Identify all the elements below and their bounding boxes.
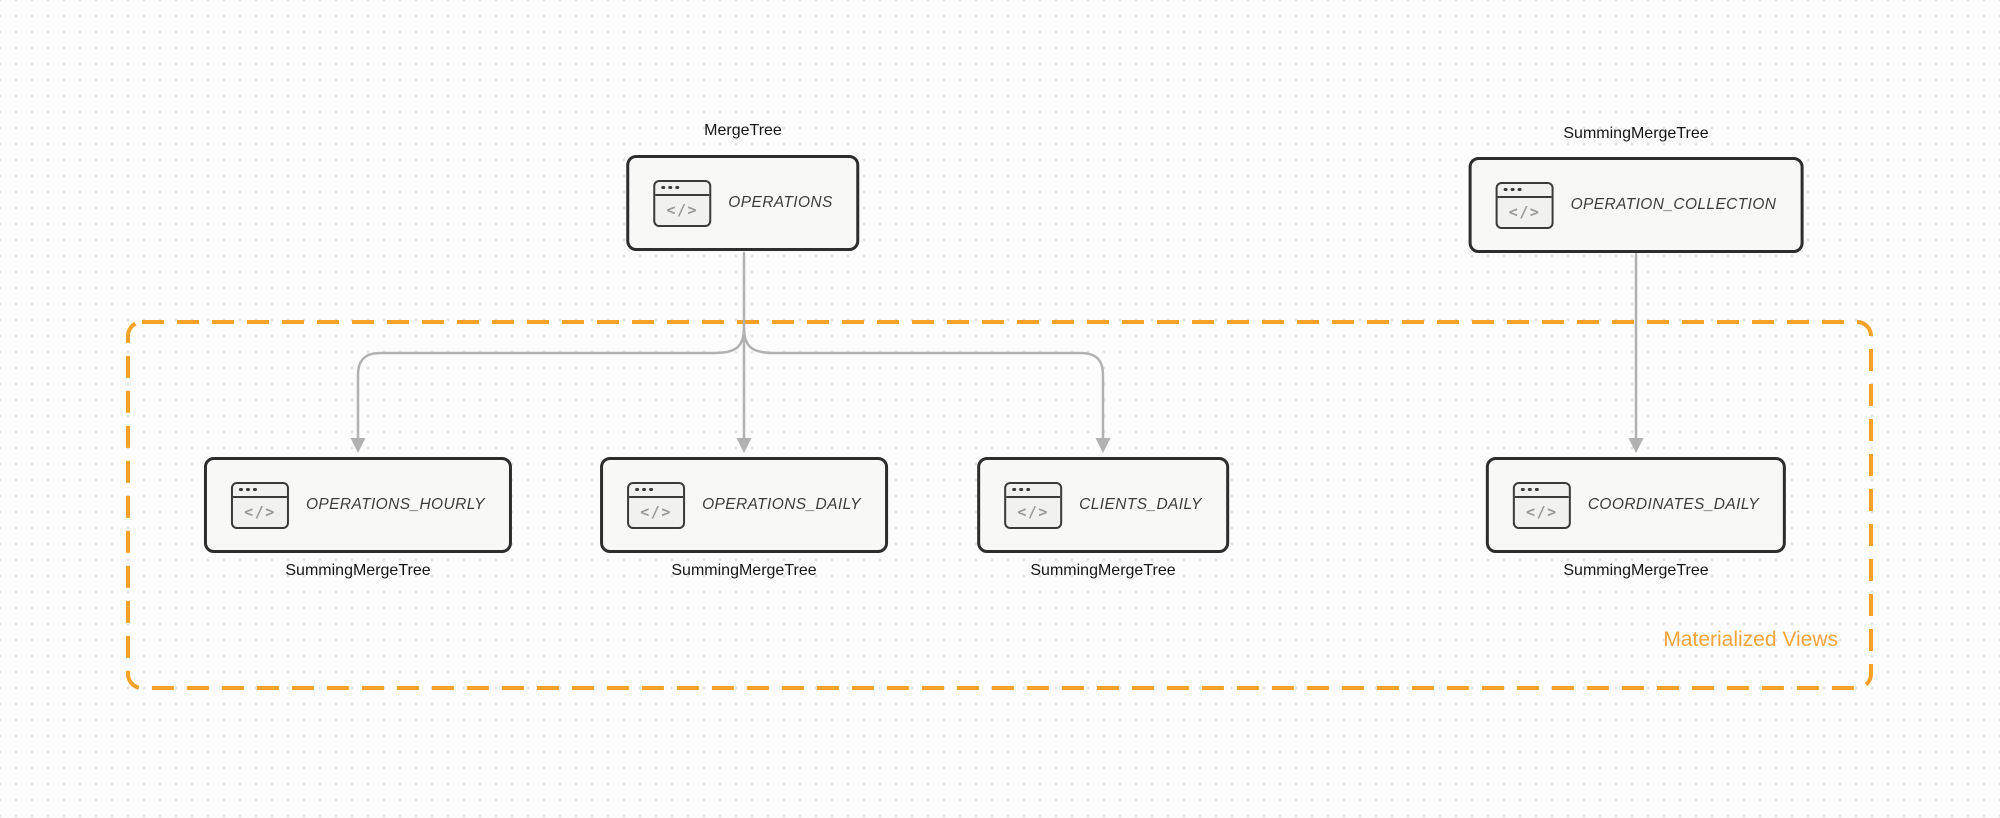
window-dots-icon [1006,484,1061,498]
code-glyph: </> [1508,203,1541,221]
code-glyph: </> [640,503,672,521]
node-operations-daily[interactable]: </> OPERATIONS_DAILY [600,457,888,553]
edge-operations-to-operations-hourly [356,326,746,442]
code-window-icon: </> [1512,481,1571,529]
code-window-icon: </> [1495,181,1554,229]
engine-label-operations: MergeTree [704,122,782,139]
code-glyph: </> [1526,503,1558,521]
edge-operations-to-clients-daily [742,326,1105,442]
engine-label-coordinates-daily: SummingMergeTree [1563,562,1709,579]
materialized-views-caption: Materialized Views [1663,628,1838,651]
window-dots-icon [629,484,684,498]
arrowhead-icon [1628,438,1644,453]
code-window-icon: </> [627,481,686,529]
window-dots-icon [655,182,710,196]
node-title: OPERATIONS_HOURLY [305,496,486,513]
engine-label-clients-daily: SummingMergeTree [1030,562,1176,579]
node-title: CLIENTS_DAILY [1079,496,1202,513]
arrowhead-icon [350,438,366,453]
node-title: OPERATIONS [728,194,833,211]
engine-label-operations-hourly: SummingMergeTree [285,562,431,579]
node-operations[interactable]: </> OPERATIONS [626,155,860,251]
code-glyph: </> [1017,503,1049,521]
code-window-icon: </> [1004,481,1063,529]
engine-label-operation-collection: SummingMergeTree [1563,125,1709,142]
code-glyph: </> [244,503,276,521]
node-operation-collection[interactable]: </> OPERATION_COLLECTION [1468,157,1804,253]
node-clients-daily[interactable]: </> CLIENTS_DAILY [977,457,1229,553]
window-dots-icon [232,484,287,498]
node-title: OPERATION_COLLECTION [1570,196,1777,213]
engine-label-operations-daily: SummingMergeTree [671,562,817,579]
node-coordinates-daily[interactable]: </> COORDINATES_DAILY [1485,457,1787,553]
window-dots-icon [1497,184,1552,198]
code-window-icon: </> [653,179,712,227]
code-glyph: </> [666,201,699,219]
node-title: OPERATIONS_DAILY [702,496,861,513]
arrowhead-icon [736,438,752,453]
node-operations-hourly[interactable]: </> OPERATIONS_HOURLY [203,457,513,553]
window-dots-icon [1514,484,1569,498]
node-title: COORDINATES_DAILY [1587,496,1760,513]
code-window-icon: </> [230,481,289,529]
arrowhead-icon [1095,438,1111,453]
